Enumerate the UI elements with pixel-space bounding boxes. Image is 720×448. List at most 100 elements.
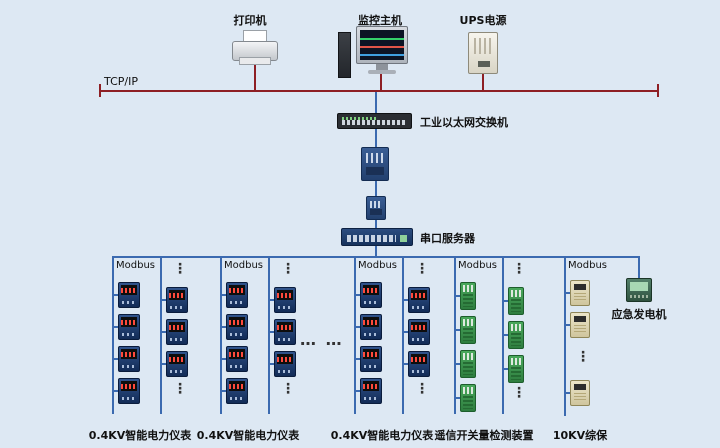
ellipsis-vertical: ⋮ [173, 381, 187, 397]
connector-line [375, 92, 377, 113]
device-row [454, 350, 476, 378]
field-bus-line [113, 256, 640, 258]
device-row [354, 314, 382, 340]
power-meter-icon [166, 287, 188, 313]
ups-label: UPS电源 [459, 14, 507, 27]
device-row [402, 351, 430, 377]
power-meter-icon [360, 282, 382, 308]
power-meter-icon [226, 314, 248, 340]
device-row [268, 287, 296, 313]
ellipsis-vertical: ⋮ [512, 385, 526, 401]
protection-relay-icon [570, 380, 590, 406]
ellipsis-vertical: ⋮ [173, 261, 187, 277]
ups-icon [468, 32, 498, 74]
device-row [220, 282, 248, 308]
group-caption: 0.4KV智能电力仪表 [330, 429, 434, 442]
device-row [454, 316, 476, 344]
ethernet-switch-label: 工业以太网交换机 [420, 116, 508, 129]
power-meter-icon [408, 287, 430, 313]
device-row [564, 380, 590, 406]
ellipsis-vertical: ⋮ [415, 381, 429, 397]
modbus-bus-label: Modbus [116, 260, 155, 271]
io-module-icon [460, 384, 476, 412]
tcpip-label: TCP/IP [104, 75, 138, 88]
ellipsis-vertical: ⋮ [281, 381, 295, 397]
group-caption: 遥信开关量检测装置 [434, 429, 534, 442]
power-meter-icon [274, 319, 296, 345]
device-row [402, 319, 430, 345]
device-row [354, 378, 382, 404]
device-row [160, 287, 188, 313]
emergency-generator-icon [626, 278, 652, 302]
tcpip-right-end-cap [657, 84, 659, 97]
device-row [354, 282, 382, 308]
connector-line [375, 246, 377, 256]
meter-column [220, 282, 248, 404]
ellipsis-vertical: ⋮ [415, 261, 429, 277]
device-row [502, 321, 524, 349]
printer-icon [232, 30, 278, 68]
power-meter-icon [408, 319, 430, 345]
modbus-bus-label: Modbus [568, 260, 607, 271]
device-row [220, 346, 248, 372]
power-meter-icon [118, 282, 140, 308]
power-meter-icon [360, 314, 382, 340]
power-meter-icon [274, 351, 296, 377]
power-meter-icon [166, 319, 188, 345]
meter-column [268, 287, 296, 377]
relay-column [564, 380, 590, 406]
power-meter-icon [226, 282, 248, 308]
connector-line [375, 129, 377, 147]
ellipsis-vertical: ⋮ [281, 261, 295, 277]
printer-output-slot [239, 57, 271, 65]
device-row [112, 346, 140, 372]
modbus-bus-label: Modbus [358, 260, 397, 271]
monitoring-host-label: 监控主机 [358, 14, 402, 27]
power-meter-icon [360, 346, 382, 372]
power-meter-icon [226, 378, 248, 404]
device-row [564, 280, 590, 306]
meter-column [354, 282, 382, 404]
media-converter-small-icon [366, 196, 386, 220]
connector-line [375, 181, 377, 196]
power-meter-icon [360, 378, 382, 404]
device-row [454, 384, 476, 412]
device-row [454, 282, 476, 310]
group-caption: 0.4KV智能电力仪表 [88, 429, 192, 442]
meter-column [112, 282, 140, 404]
power-meter-icon [166, 351, 188, 377]
device-row [112, 314, 140, 340]
device-row [220, 378, 248, 404]
monitoring-host-icon [338, 26, 408, 80]
device-row [564, 312, 590, 338]
printer-label: 打印机 [233, 14, 267, 27]
meter-column [160, 287, 188, 377]
ethernet-switch-icon [337, 113, 412, 129]
device-row [402, 287, 430, 313]
io-module-column [454, 282, 476, 412]
io-module-column [502, 287, 524, 383]
device-row [220, 314, 248, 340]
media-converter-icon [361, 147, 389, 181]
monitor-screen [360, 30, 404, 60]
power-meter-icon [118, 314, 140, 340]
monitor-stand [376, 64, 388, 70]
computer-tower [338, 32, 351, 78]
protection-relay-icon [570, 312, 590, 338]
device-row [268, 319, 296, 345]
device-row [502, 287, 524, 315]
ups-connector-line [482, 74, 484, 90]
connector-line [375, 220, 377, 228]
power-meter-icon [118, 346, 140, 372]
modbus-bus-label: Modbus [458, 260, 497, 271]
generator-connector-line [638, 256, 640, 278]
device-row [354, 346, 382, 372]
printer-connector-line [254, 65, 256, 90]
device-row [502, 355, 524, 383]
ellipsis-vertical: ⋮ [576, 349, 590, 365]
power-meter-icon [408, 351, 430, 377]
group-caption: 10KV综保 [552, 429, 608, 442]
modbus-bus-label: Modbus [224, 260, 263, 271]
host-connector-line [380, 74, 382, 90]
